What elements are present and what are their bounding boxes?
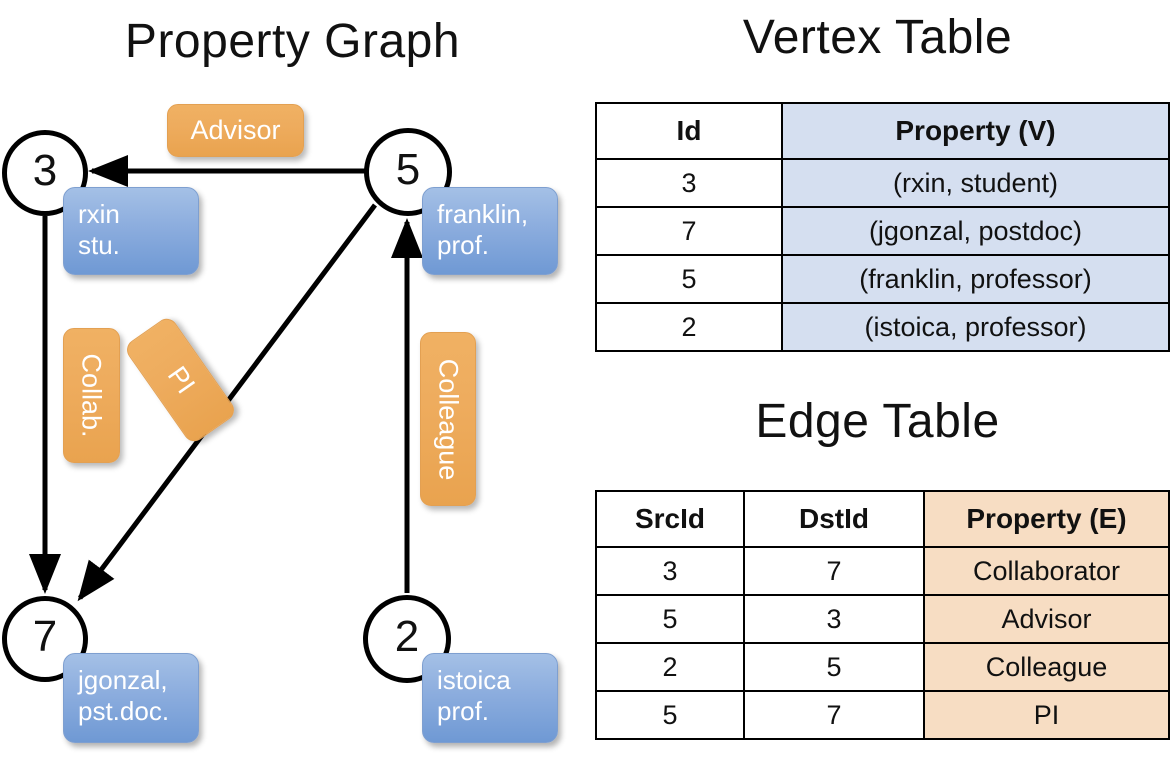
graph-node-7-label: 7	[32, 612, 58, 661]
graph-node-5-label: 5	[395, 145, 421, 194]
edge-label-colleague: Colleague	[420, 332, 476, 506]
vertex-table: Id Property (V) 3 (rxin, student) 7 (jgo…	[595, 102, 1170, 352]
vertex-property-3-line2: stu.	[78, 229, 120, 260]
edge-label-collab-text: Collab.	[77, 353, 108, 438]
edge-row-1-property: Advisor	[923, 594, 1170, 644]
table-row: 7 (jgonzal, postdoc)	[595, 206, 1170, 256]
vertex-row-2-property: (franklin, professor)	[781, 254, 1170, 304]
edge-row-3-src: 5	[595, 690, 745, 740]
vertex-property-box-2: istoica prof.	[422, 653, 558, 743]
table-row: 3 7 Collaborator	[595, 546, 1170, 596]
edge-row-1-src: 5	[595, 594, 745, 644]
edge-table-header-property: Property (E)	[923, 490, 1170, 548]
vertex-row-0-id: 3	[595, 158, 783, 208]
vertex-row-1-property: (jgonzal, postdoc)	[781, 206, 1170, 256]
vertex-row-0-property: (rxin, student)	[781, 158, 1170, 208]
graph-node-2-label: 2	[394, 612, 420, 661]
edge-row-2-src: 2	[595, 642, 745, 692]
edge-row-3-dst: 7	[743, 690, 925, 740]
graph-node-3-label: 3	[32, 146, 58, 195]
vertex-property-3-line1: rxin	[78, 199, 120, 229]
edge-row-2-dst: 5	[743, 642, 925, 692]
vertex-property-5-line2: prof.	[437, 229, 490, 260]
vertex-property-7-line2: pst.doc.	[78, 695, 170, 726]
table-row: 2 5 Colleague	[595, 642, 1170, 692]
edge-table: SrcId DstId Property (E) 3 7 Collaborato…	[595, 490, 1170, 740]
vertex-row-3-property: (istoica, professor)	[781, 302, 1170, 352]
property-graph-diagram: 3 5 7 2 rxin stu. franklin, prof. jgonza…	[2, 104, 558, 743]
page-title-edge-table: Edge Table	[755, 395, 1000, 448]
edge-row-0-dst: 7	[743, 546, 925, 596]
vertex-row-1-id: 7	[595, 206, 783, 256]
vertex-row-3-id: 2	[595, 302, 783, 352]
edge-row-0-property: Collaborator	[923, 546, 1170, 596]
edge-label-pi-text: PI	[161, 360, 201, 399]
vertex-property-2-line1: istoica	[437, 665, 511, 695]
table-row: 2 (istoica, professor)	[595, 302, 1170, 352]
table-row: 5 (franklin, professor)	[595, 254, 1170, 304]
edge-table-header-srcid: SrcId	[595, 490, 745, 548]
graph-node-2[interactable]: 2	[363, 595, 451, 683]
vertex-table-header-id: Id	[595, 102, 783, 160]
vertex-table-header-property: Property (V)	[781, 102, 1170, 160]
table-row: 3 (rxin, student)	[595, 158, 1170, 208]
edge-label-advisor: Advisor	[167, 104, 304, 157]
page-title-property-graph: Property Graph	[124, 15, 461, 68]
edge-label-colleague-text: Colleague	[433, 358, 464, 480]
vertex-table-header-row: Id Property (V)	[595, 102, 1170, 160]
edge-table-header-dstid: DstId	[743, 490, 925, 548]
table-row: 5 7 PI	[595, 690, 1170, 740]
vertex-property-box-5: franklin, prof.	[422, 187, 558, 275]
vertex-property-2-line2: prof.	[437, 695, 490, 726]
table-row: 5 3 Advisor	[595, 594, 1170, 644]
edge-row-2-property: Colleague	[923, 642, 1170, 692]
vertex-property-box-7: jgonzal, pst.doc.	[63, 653, 199, 743]
graph-node-5[interactable]: 5	[364, 128, 452, 216]
edge-row-1-dst: 3	[743, 594, 925, 644]
edge-label-advisor-text: Advisor	[190, 115, 281, 145]
vertex-row-2-id: 5	[595, 254, 783, 304]
edge-row-0-src: 3	[595, 546, 745, 596]
vertex-property-box-3: rxin stu.	[63, 187, 199, 275]
edge-table-header-row: SrcId DstId Property (E)	[595, 490, 1170, 548]
page-title-vertex-table: Vertex Table	[742, 11, 1013, 64]
edge-label-collab: Collab.	[63, 328, 120, 463]
vertex-property-7-line1: jgonzal,	[78, 665, 168, 695]
edge-row-3-property: PI	[923, 690, 1170, 740]
vertex-property-5-line1: franklin,	[437, 199, 529, 229]
